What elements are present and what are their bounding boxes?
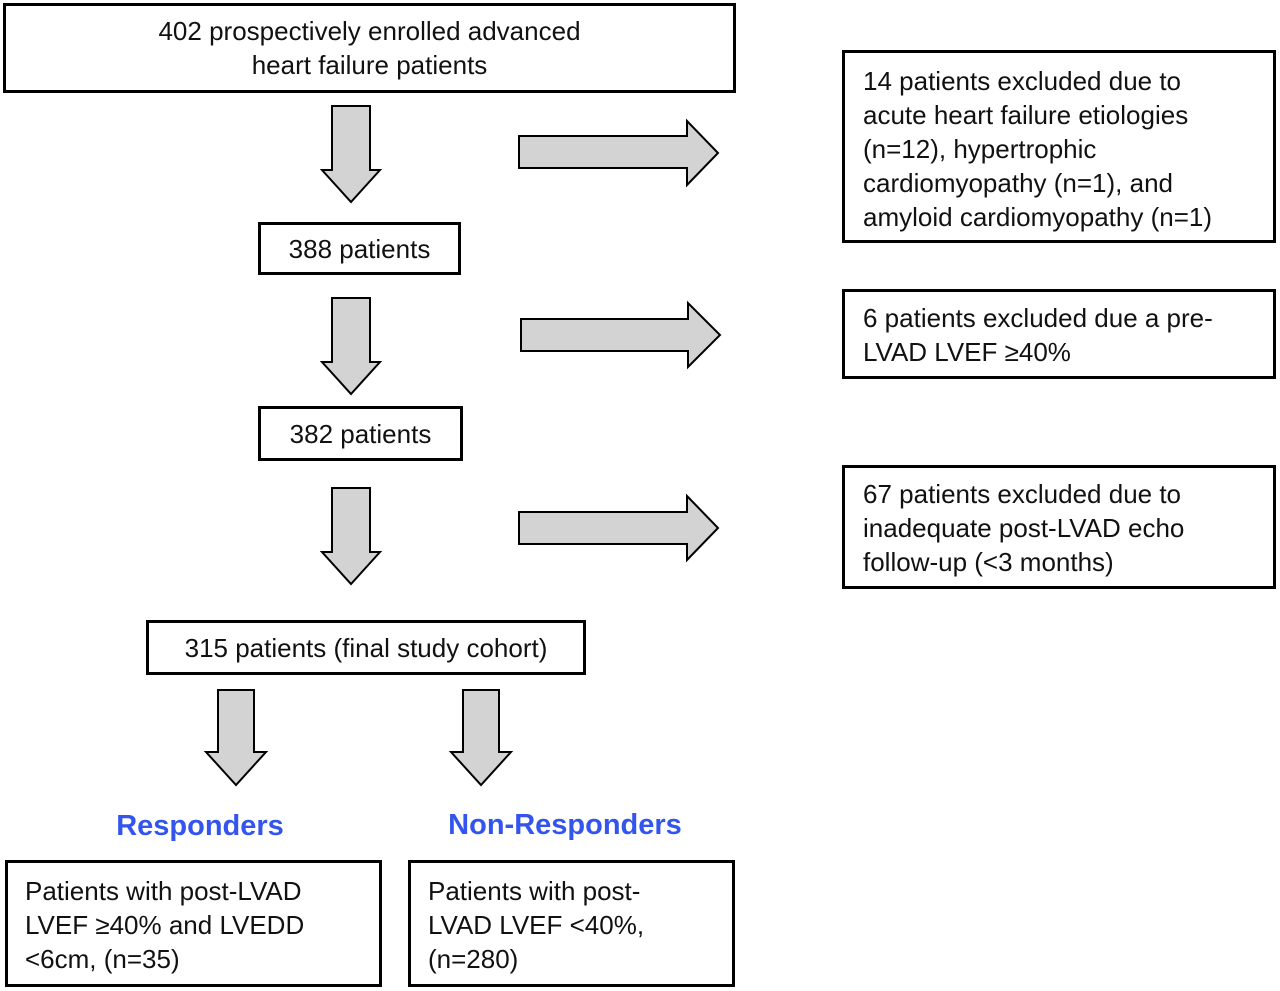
exclusion-box-1: 14 patients excluded due to acute heart …: [842, 50, 1276, 243]
right-arrow-3: [518, 493, 720, 563]
exclusion-1-line-3: (n=12), hypertrophic: [863, 134, 1097, 164]
nonresponders-box: Patients with post- LVAD LVEF <40%, (n=2…: [408, 860, 735, 987]
exclusion-box-3: 67 patients excluded due to inadequate p…: [842, 465, 1276, 589]
down-arrow-3: [319, 487, 383, 586]
responders-line-1: Patients with post-LVAD: [25, 876, 302, 906]
enrolled-line-2: heart failure patients: [251, 50, 488, 80]
nonresponders-line-1: Patients with post-: [428, 876, 641, 906]
nonresponders-line-2: LVAD LVEF <40%,: [428, 910, 645, 940]
responders-title: Responders: [116, 810, 284, 842]
down-arrow-nonresponders: [448, 689, 514, 787]
right-arrow-1: [518, 118, 720, 188]
step2-label: 382 patients: [289, 418, 432, 449]
exclusion-3-line-2: inadequate post-LVAD echo: [863, 513, 1185, 543]
exclusion-2-line-2: LVAD LVEF ≥40%: [863, 337, 1071, 367]
exclusion-1-line-1: 14 patients excluded due to: [863, 66, 1182, 96]
responders-box: Patients with post-LVAD LVEF ≥40% and LV…: [5, 860, 382, 987]
exclusion-1-line-2: acute heart failure etiologies: [863, 100, 1189, 130]
step1-label: 388 patients: [288, 233, 431, 264]
enrolled-box: 402 prospectively enrolled advanced hear…: [3, 3, 736, 93]
final-cohort-label: 315 patients (final study cohort): [184, 632, 548, 663]
nonresponders-line-3: (n=280): [428, 944, 519, 974]
down-arrow-responders: [203, 689, 269, 787]
right-arrow-2: [520, 300, 722, 370]
step2-box: 382 patients: [258, 406, 463, 461]
down-arrow-2: [319, 297, 383, 396]
exclusion-3-line-3: follow-up (<3 months): [863, 547, 1114, 577]
step1-box: 388 patients: [258, 222, 461, 275]
final-cohort-box: 315 patients (final study cohort): [146, 620, 586, 675]
enrolled-line-1: 402 prospectively enrolled advanced: [158, 16, 581, 46]
exclusion-box-2: 6 patients excluded due a pre- LVAD LVEF…: [842, 289, 1276, 379]
exclusion-1-line-5: amyloid cardiomyopathy (n=1): [863, 202, 1212, 232]
exclusion-1-line-4: cardiomyopathy (n=1), and: [863, 168, 1174, 198]
nonresponders-title: Non-Responders: [448, 809, 682, 841]
responders-line-2: LVEF ≥40% and LVEDD: [25, 910, 305, 940]
exclusion-2-line-1: 6 patients excluded due a pre-: [863, 303, 1213, 333]
down-arrow-1: [319, 105, 383, 204]
exclusion-3-line-1: 67 patients excluded due to: [863, 479, 1182, 509]
responders-line-3: <6cm, (n=35): [25, 944, 180, 974]
